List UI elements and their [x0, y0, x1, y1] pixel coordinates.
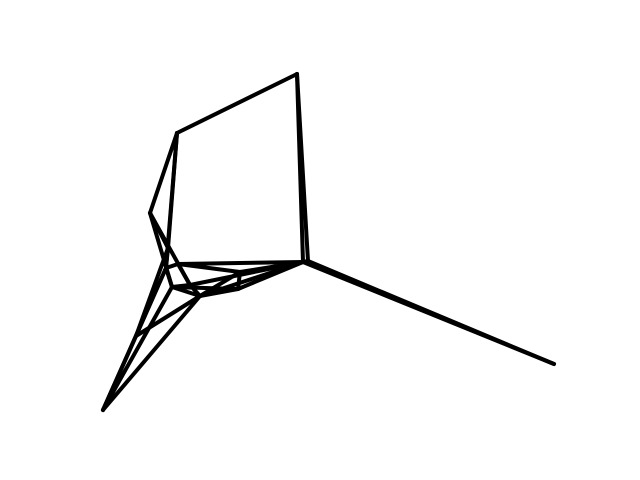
- edge-n8-n16: [101, 266, 168, 412]
- edge-n5-n11: [188, 259, 310, 287]
- edge-n5-n6: [306, 259, 556, 366]
- edge-n4-n14: [236, 260, 305, 291]
- edge-n4-n9: [176, 260, 305, 266]
- edge-n11-n12: [188, 283, 202, 298]
- edge-n8-n9: [164, 262, 180, 270]
- edge-n12-n14: [198, 287, 240, 298]
- edge-n1-n5: [295, 72, 310, 263]
- edge-group: [101, 72, 556, 412]
- edge-n12-n16: [101, 294, 202, 412]
- edge-n10-n16: [101, 285, 174, 412]
- edge-n10-n11: [170, 283, 192, 289]
- edge-n12-n13: [198, 270, 242, 298]
- edge-n1-n2: [175, 72, 299, 135]
- edge-n9-n13: [176, 262, 242, 274]
- edge-n2-n3: [148, 131, 179, 215]
- edge-n9-n11: [176, 262, 192, 287]
- edge-n13-n14: [236, 270, 242, 291]
- edge-n8-n10: [164, 266, 174, 289]
